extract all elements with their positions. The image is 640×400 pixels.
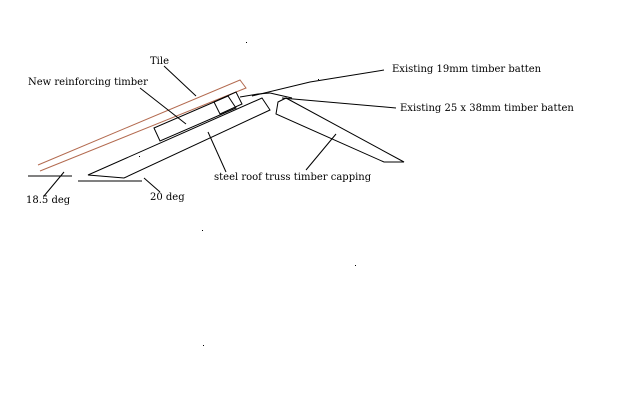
- leader-lines: [43, 65, 397, 197]
- label-angle-tile: 18.5 deg: [26, 195, 71, 206]
- tile-angle-leader: [43, 171, 65, 197]
- new-reinforcing-timber-outline: [153, 95, 237, 142]
- new-reinforcing-timber-leader: [139, 87, 187, 125]
- truss-capping-right-outline: [275, 97, 405, 163]
- existing-19mm-batten-leader: [251, 69, 385, 97]
- existing-19mm-batten-shape: [213, 91, 243, 115]
- label-existing-19mm-batten: Existing 19mm timber batten: [392, 64, 542, 75]
- new-reinforcing-timber-shape: [153, 95, 237, 142]
- ridge-batten: [239, 92, 293, 99]
- stray-dot: [139, 156, 140, 157]
- tile-shape: [37, 79, 247, 172]
- label-steel-truss-capping: steel roof truss timber capping: [214, 172, 372, 183]
- label-existing-25x38-batten: Existing 25 x 38mm timber batten: [400, 103, 574, 114]
- stray-dot: [318, 79, 319, 80]
- existing-25x38-batten-leader: [281, 97, 397, 109]
- truss-capping-left-outline: [87, 97, 271, 179]
- label-new-reinforcing-timber: New reinforcing timber: [28, 77, 148, 88]
- label-angle-truss: 20 deg: [150, 192, 185, 203]
- stray-dot: [355, 265, 356, 266]
- ridge-batten-left: [239, 92, 271, 98]
- ridge-batten-right: [269, 92, 293, 99]
- existing-19mm-batten-outline: [213, 91, 243, 115]
- capping-leader-left: [207, 131, 227, 173]
- truss-capping-left: [28, 97, 271, 182]
- stray-dot: [202, 230, 203, 231]
- stray-dot: [246, 42, 247, 43]
- tile-outline: [37, 79, 247, 172]
- truss-angle-leader: [143, 177, 161, 193]
- tile-leader: [163, 65, 197, 97]
- stray-dot: [203, 345, 204, 346]
- capping-leader-right: [305, 133, 337, 171]
- truss-capping-right: [275, 97, 405, 163]
- stray-dots: [139, 42, 356, 346]
- label-tile: Tile: [150, 56, 169, 67]
